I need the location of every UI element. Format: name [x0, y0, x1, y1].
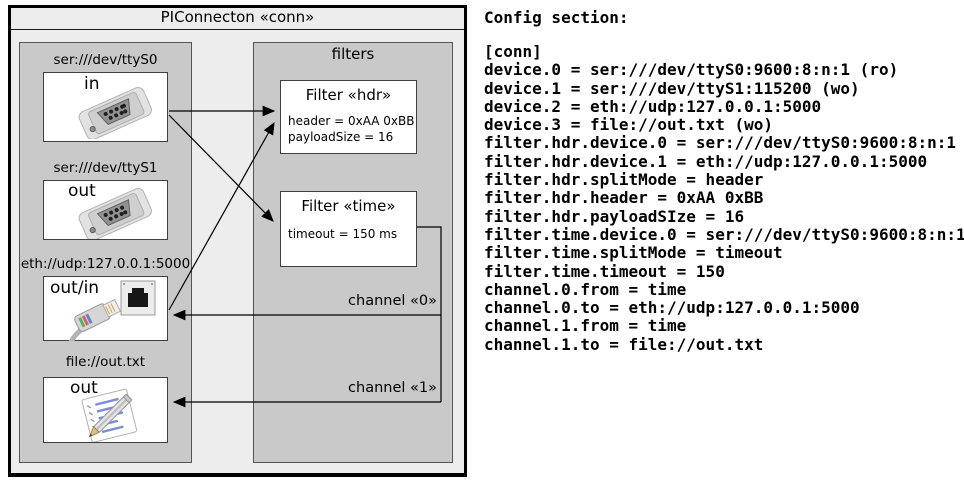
- device-label-file: file://out.txt: [65, 354, 146, 370]
- filter-time-box: Filter «time» timeout = 150 ms: [280, 191, 417, 267]
- serial-connector-icon: [78, 86, 152, 139]
- channel-1-label: channel «1»: [348, 380, 437, 396]
- config-section-heading: Config section:: [484, 8, 629, 27]
- device-direction: out/in: [50, 278, 100, 298]
- ethernet-cable-icon: [64, 298, 122, 341]
- notepad-pencil-icon: [81, 388, 138, 442]
- device-label-ttyS0: ser:///dev/ttyS0: [53, 52, 158, 68]
- channel-0-label: channel «0»: [348, 293, 437, 309]
- filter-hdr-title: Filter «hdr»: [305, 86, 392, 104]
- filter-time-title: Filter «time»: [301, 197, 396, 215]
- device-direction: out: [68, 181, 96, 201]
- device-box-eth: out/in: [43, 276, 168, 341]
- device-label-ttyS1: ser:///dev/ttyS1: [53, 160, 158, 176]
- device-direction: out: [70, 378, 98, 398]
- title-separator: [11, 29, 464, 30]
- filters-group-label: filters: [331, 45, 375, 63]
- filter-time-attr-timeout: timeout = 150 ms: [288, 227, 398, 241]
- config-section-text: [conn] device.0 = ser:///dev/ttyS0:9600:…: [484, 42, 964, 354]
- device-label-eth: eth://udp:127.0.0.1:5000: [20, 256, 191, 272]
- ethernet-port-icon: [120, 280, 156, 316]
- piconnecton-title: PIConnecton «conn»: [160, 8, 315, 26]
- device-direction: in: [84, 74, 100, 94]
- serial-connector-icon: [78, 187, 152, 239]
- filter-hdr-attr-header: header = 0xAA 0xBB: [288, 114, 415, 128]
- filter-hdr-box: Filter «hdr» header = 0xAA 0xBB payloadS…: [280, 80, 417, 154]
- device-box-ttyS1: out: [43, 180, 168, 240]
- device-box-ttyS0: in: [43, 72, 168, 142]
- filter-hdr-attr-payloadsize: payloadSize = 16: [288, 130, 394, 144]
- device-box-file: out: [43, 377, 168, 443]
